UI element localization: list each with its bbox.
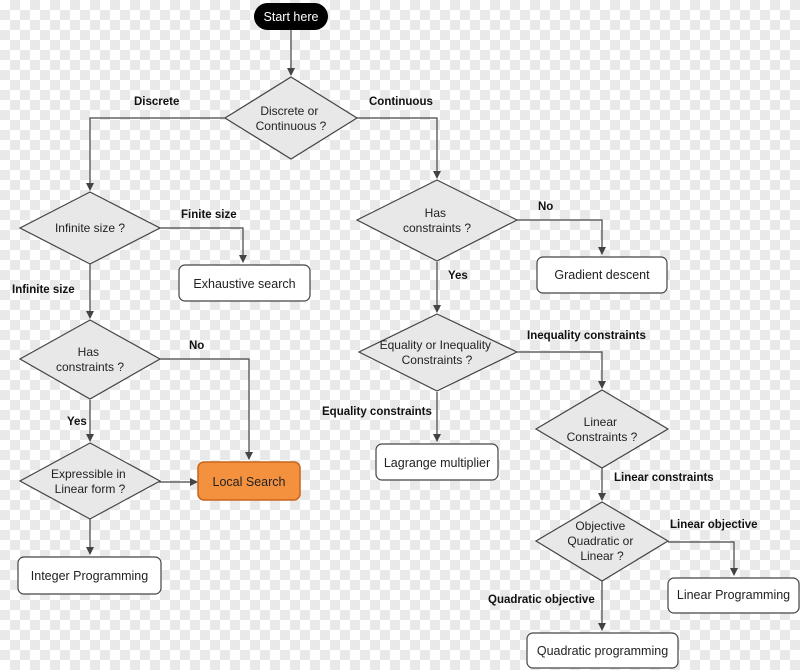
svg-text:Has constraints ?: Has constraints ? [56, 345, 124, 374]
edge-label-infinite-size: Infinite size [12, 284, 75, 296]
decision-expressible-linear: Expressible in Linear form ? [18, 442, 162, 520]
result-label: Integer Programming [31, 569, 148, 583]
edge-label-yes-right: Yes [448, 270, 468, 282]
result-lagrange-multiplier: Lagrange multiplier [375, 443, 499, 481]
edge-label-finite-size: Finite size [181, 209, 237, 221]
result-label: Quadratic programming [537, 644, 668, 658]
edge-discrete [86, 117, 226, 191]
decision-label-line: Discrete or [260, 104, 318, 118]
decision-label-line: Equality or Inequality [380, 338, 491, 352]
result-label: Lagrange multiplier [384, 456, 490, 470]
edge-linear-objective [668, 541, 738, 576]
edge-label-linear-constraints: Linear constraints [614, 472, 714, 484]
decision-label-line: Linear [584, 415, 617, 429]
decision-label-line: constraints ? [56, 360, 124, 374]
result-quadratic-programming: Quadratic programming [526, 632, 679, 669]
result-local-search: Local Search [197, 461, 301, 501]
decision-equality-or-inequality: Equality or Inequality Constraints ? [357, 313, 519, 392]
result-gradient-descent: Gradient descent [536, 256, 668, 294]
decision-has-constraints-right: Has constraints ? [355, 179, 519, 262]
edge-label-continuous: Continuous [369, 96, 433, 108]
edge-label-no-right: No [538, 201, 553, 213]
edge-label-quadratic-objective: Quadratic objective [488, 594, 595, 606]
result-exhaustive-search: Exhaustive search [178, 264, 311, 302]
edge-label-equality-constraints: Equality constraints [322, 406, 432, 418]
svg-text:Discrete or Continuous ?: Discrete or Continuous ? [256, 104, 327, 133]
decision-label-line: Constraints ? [567, 430, 638, 444]
svg-text:Expressible in Linear fo: Expressible in Linear form ? [51, 467, 129, 496]
edge-continuous [356, 117, 441, 179]
result-label: Gradient descent [554, 268, 650, 282]
edge-label-discrete: Discrete [134, 96, 179, 108]
decision-label-line: Linear ? [580, 549, 624, 563]
decision-label-line: Objective [575, 519, 625, 533]
svg-text:Has constraints ?: Has constraints ? [403, 206, 471, 235]
edge-inequality [517, 351, 606, 389]
decision-has-constraints-left: Has constraints ? [18, 319, 162, 400]
edge-label-linear-objective: Linear objective [670, 519, 758, 531]
svg-text:Equality or Inequality C: Equality or Inequality Constraints ? [380, 338, 495, 367]
edge-label-inequality-constraints: Inequality constraints [527, 330, 646, 342]
decision-label-line: Continuous ? [256, 119, 327, 133]
decision-label-line: constraints ? [403, 221, 471, 235]
edge-label-no-left: No [189, 340, 204, 352]
decision-label-line: Has [78, 345, 99, 359]
result-linear-programming: Linear Programming [667, 577, 800, 614]
decision-linear-constraints: Linear Constraints ? [534, 389, 670, 469]
decision-infinite-size: Infinite size ? [18, 191, 162, 265]
decision-label-line: Quadratic or [567, 534, 633, 548]
start-label: Start here [264, 10, 319, 24]
svg-text:Objective Quadratic or: Objective Quadratic or Linear ? [567, 519, 636, 563]
result-label: Linear Programming [677, 588, 790, 602]
edge-finite-size [159, 227, 247, 263]
decision-label-line: Has [425, 206, 446, 220]
decision-label-line: Constraints ? [402, 353, 473, 367]
decision-label-line: Linear form ? [55, 482, 126, 496]
decision-discrete-or-continuous: Discrete or Continuous ? [223, 76, 359, 160]
start-node: Start here [254, 3, 328, 30]
decision-label-line: Expressible in [51, 467, 126, 481]
edge-label-yes-left: Yes [67, 416, 87, 428]
result-label: Local Search [213, 475, 286, 489]
edge-no-right [515, 219, 606, 255]
result-label: Exhaustive search [193, 277, 295, 291]
decision-objective-type: Objective Quadratic or Linear ? [534, 501, 670, 582]
result-integer-programming: Integer Programming [17, 556, 162, 595]
edge-no-left [159, 358, 253, 460]
svg-text:Linear Constraints ?: Linear Constraints ? [567, 415, 638, 444]
decision-label-line: Infinite size ? [55, 221, 125, 235]
